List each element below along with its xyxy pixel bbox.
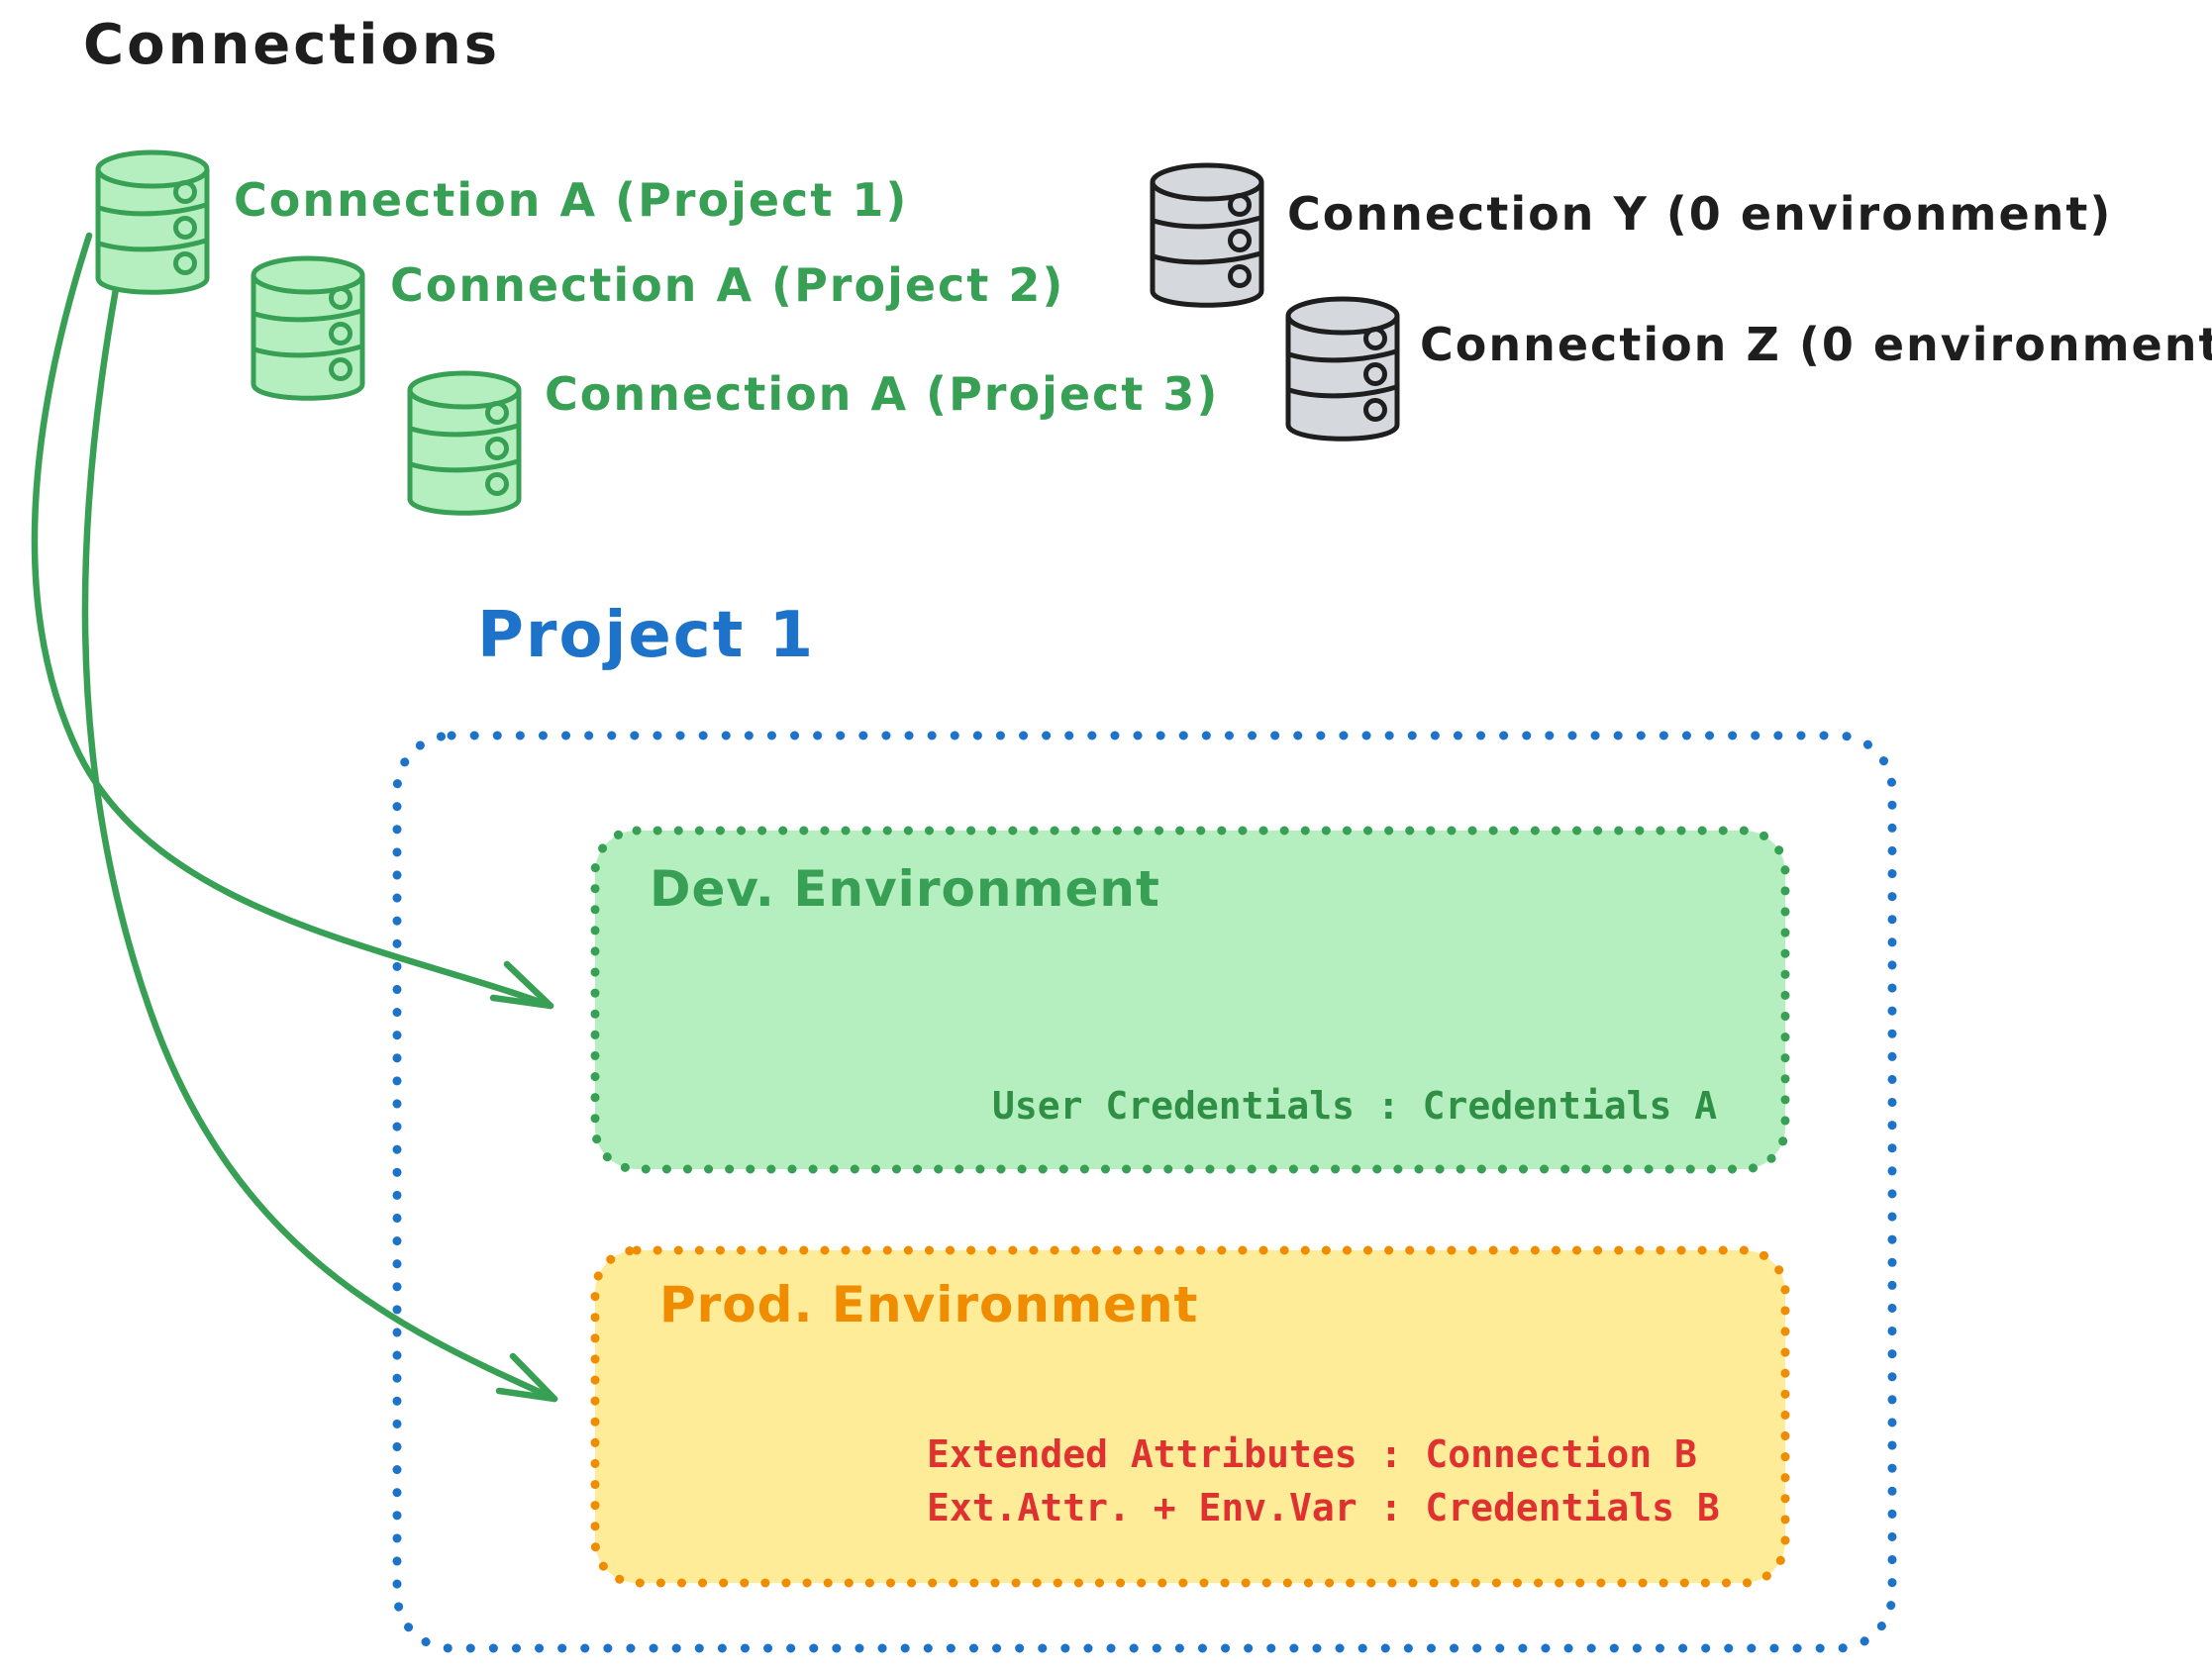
database-icon-connection-a-project-2 [253, 258, 362, 398]
diagram-title: Connections [83, 13, 501, 77]
database-icon-connection-y [1153, 165, 1261, 305]
arrow-to-prod-environment [81, 285, 558, 1403]
dev-environment-credential-mapping: User Credentials : Credentials A [992, 1084, 1718, 1128]
connection-a-project-2-label: Connection A (Project 2) [390, 258, 1065, 312]
arrow-to-dev-environment [31, 232, 554, 1010]
connection-y-label: Connection Y (0 environment) [1287, 187, 2113, 241]
dev-environment-title: Dev. Environment [650, 860, 1160, 918]
dev-environment-box [590, 826, 1790, 1174]
database-icon-connection-a-project-1 [98, 152, 207, 292]
prod-environment-mapping-2: Ext.Attr. + Env.Var : Credentials B [927, 1486, 1720, 1529]
prod-environment-box [590, 1245, 1790, 1588]
project-1-title: Project 1 [477, 599, 816, 672]
prod-environment-title: Prod. Environment [659, 1276, 1199, 1333]
connection-a-project-3-label: Connection A (Project 3) [545, 367, 1220, 421]
project-1-boundary-box [392, 731, 1897, 1653]
connection-z-label: Connection Z (0 environment) [1420, 318, 2212, 371]
connection-a-project-1-label: Connection A (Project 1) [234, 173, 909, 227]
database-icon-connection-a-project-3 [410, 373, 519, 513]
prod-environment-mappings: Extended Attributes : Connection B Ext.A… [927, 1428, 1720, 1534]
prod-environment-mapping-1: Extended Attributes : Connection B [927, 1432, 1697, 1476]
database-icon-connection-z [1288, 299, 1397, 439]
